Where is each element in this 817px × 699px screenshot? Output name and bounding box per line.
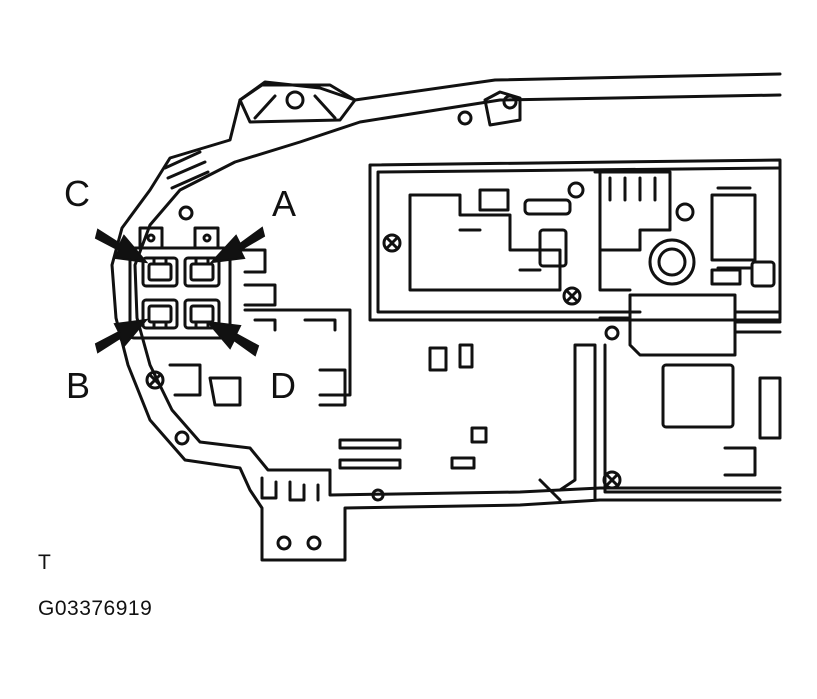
chip-6 xyxy=(661,363,735,429)
knob-ring xyxy=(648,238,696,286)
center-bracket xyxy=(243,308,352,397)
figure-code-label: G03376919 xyxy=(38,597,153,620)
connector-tab-hole-1 xyxy=(146,233,156,243)
lower-pcb-frame xyxy=(558,343,597,502)
rim-hole-1 xyxy=(457,110,473,126)
chip-4 xyxy=(710,268,742,286)
arrow-d xyxy=(205,320,260,357)
chip-10 xyxy=(458,343,474,369)
connector-tab-hole-2 xyxy=(202,233,212,243)
rim-tab xyxy=(483,90,522,127)
top-bracket-hole xyxy=(285,90,305,110)
chip-9 xyxy=(428,346,448,372)
lower-pcb-inner xyxy=(603,343,782,494)
connector-socket-b xyxy=(141,298,179,330)
screw-upper-mid-x xyxy=(565,289,579,303)
chip-2 xyxy=(523,198,572,216)
bottom-bracket-teeth xyxy=(260,476,320,502)
view-mark-label: T xyxy=(38,551,52,574)
chip-11 xyxy=(470,426,488,444)
connector-block-frame xyxy=(128,246,232,340)
screw-upper-left-x xyxy=(385,236,399,250)
upper-pcb-board xyxy=(408,193,562,292)
bottom-bracket-hole-1 xyxy=(276,535,292,551)
connector-socket-c xyxy=(141,256,179,288)
screw-upper-left xyxy=(382,233,402,253)
round-hole-right xyxy=(675,202,695,222)
part-below-connector xyxy=(168,363,242,407)
board-notch xyxy=(538,478,562,502)
housing-inner-lip xyxy=(133,93,782,497)
board-slots xyxy=(338,438,402,470)
connector-top-tabs xyxy=(138,226,220,250)
upper-pcb-traces xyxy=(458,228,632,292)
chip-1 xyxy=(478,188,510,212)
chip-7 xyxy=(758,376,782,440)
screw-lower-left xyxy=(145,370,165,390)
knob-center xyxy=(657,247,687,277)
chip-3 xyxy=(538,228,568,268)
gear-block xyxy=(710,186,757,270)
callout-b-label: B xyxy=(66,365,91,406)
callout-d-label: D xyxy=(270,365,296,406)
screw-lower-right xyxy=(602,470,622,490)
center-lower-box xyxy=(318,368,347,407)
cable-connector xyxy=(628,293,737,357)
hole-lower-mid xyxy=(371,488,385,502)
rim-hole-3 xyxy=(178,205,194,221)
chip-12 xyxy=(450,456,476,470)
callout-a-label: A xyxy=(272,183,297,224)
upper-pcb-frame xyxy=(368,158,782,322)
top-bracket-rib xyxy=(253,94,337,120)
arrow-a xyxy=(209,226,266,264)
rim-hole-4 xyxy=(174,430,190,446)
part-right-of-connector xyxy=(238,248,277,307)
left-rim-fins xyxy=(163,150,210,190)
screw-lower-right-x xyxy=(605,473,619,487)
arrow-b xyxy=(94,318,149,354)
connector-socket-a xyxy=(183,256,221,288)
callout-c-label: C xyxy=(64,173,90,214)
bottom-bracket-hole-2 xyxy=(306,535,322,551)
cable-wires xyxy=(598,310,782,334)
chip-8 xyxy=(723,446,757,477)
top-bracket xyxy=(238,83,357,124)
arrow-c xyxy=(94,228,149,264)
relay-block xyxy=(593,170,672,252)
screw-right-small xyxy=(604,325,620,341)
round-hole-upper xyxy=(567,181,585,199)
screw-upper-mid xyxy=(562,286,582,306)
screw-lower-left-x xyxy=(148,373,162,387)
chip-5 xyxy=(750,260,776,288)
upper-pcb-inner xyxy=(376,166,782,314)
